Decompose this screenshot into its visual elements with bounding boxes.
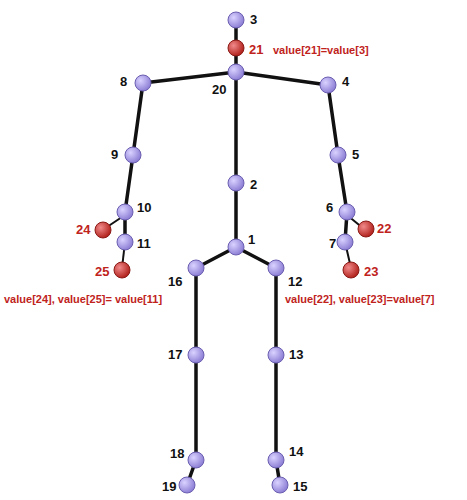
joint-number: 1 [248,233,255,248]
joint-number: 6 [326,201,333,216]
joint-number: 17 [168,348,182,363]
joint [330,147,346,163]
joints [117,12,355,493]
derived-joints [95,40,374,278]
bone [236,247,280,485]
joint [337,234,353,250]
joint [188,452,204,468]
joint [272,477,288,493]
joint-number: 15 [293,480,307,495]
joint-number: 5 [352,148,359,163]
joint-number: 12 [288,275,302,290]
joint-number: 25 [95,265,109,280]
joint [135,75,151,91]
joint-number: 14 [289,445,303,460]
derived-joint [114,262,130,278]
joint [320,77,336,93]
joint [228,239,244,255]
joint [188,347,204,363]
joint-number: 22 [377,222,391,237]
derived-joint [343,262,359,278]
joint [268,260,284,276]
note: value[21]=value[3] [272,44,370,57]
joint [339,204,355,220]
joint-number: 13 [289,348,303,363]
joint [188,260,204,276]
joint [179,477,195,493]
joint-number: 18 [170,447,184,462]
joint-number: 4 [342,75,349,90]
bone [187,247,236,485]
joint [117,204,133,220]
joint-number: 20 [212,83,226,98]
derived-joint [358,221,374,237]
joint [125,147,141,163]
bone [234,72,238,247]
joint-number: 24 [76,223,90,238]
joint [268,452,284,468]
joint-number: 23 [364,265,378,280]
bones [104,20,364,485]
joint [228,12,244,28]
note: value[24], value[25]= value[11] [3,293,163,306]
joint-number: 2 [250,178,257,193]
joint [228,64,244,80]
joint-number: 7 [329,237,336,252]
joint-number: 21 [249,43,263,58]
joint-number: 10 [137,201,151,216]
joint-number: 8 [120,75,127,90]
derived-joint [95,222,111,238]
joint-number: 19 [162,480,176,495]
derived-joint [228,40,244,56]
joint-number: 9 [111,148,118,163]
note: value[22], value[23]=value[7] [284,293,436,306]
joint [268,347,284,363]
joint [228,175,244,191]
joint-number: 16 [168,275,182,290]
joint-number: 3 [250,13,257,28]
joint [117,234,133,250]
joint-number: 11 [137,237,151,252]
